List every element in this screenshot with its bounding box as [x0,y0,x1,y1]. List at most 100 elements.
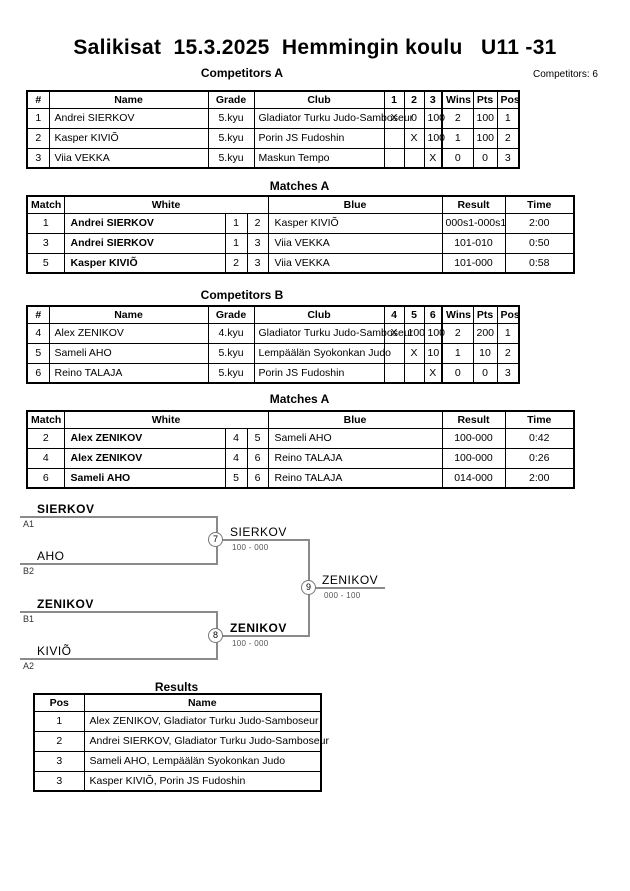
result-name: Andrei SIERKOV, Gladiator Turku Judo-Sam… [83,730,329,752]
cell-vs-5: X [403,342,425,364]
match-time: 0:50 [504,232,575,254]
col-grade: Grade [207,305,255,324]
cell-vs-3: 100 [423,127,445,149]
white-number: 4 [224,447,248,469]
bracket-seed-a1: A1 [23,519,35,529]
semifinal-1-winner: SIERKOV [230,525,287,539]
cell-vs-5 [403,362,425,384]
competitor-num: 1 [26,107,50,129]
competitor-pos: 2 [496,342,520,364]
blue-number: 2 [246,212,269,234]
result-row: 2 Andrei SIERKOV, Gladiator Turku Judo-S… [33,730,329,752]
col-match: Match [26,410,65,429]
blue-number: 3 [246,232,269,254]
matches-a-title: Matches A [269,179,330,193]
match-time: 0:42 [504,427,575,449]
bracket-entry-sierkov: SIERKOV [37,502,95,516]
cell-vs-2: X [403,127,425,149]
competitor-pts: 200 [472,322,498,344]
bracket-line [216,539,310,541]
result-pos: 3 [33,770,85,792]
competitor-club: Porin JS Fudoshin [253,362,385,384]
col-name: Name [48,90,209,109]
competitor-grade: 4.kyu [207,322,255,344]
col-pts: Pts [472,90,498,109]
competitor-grade: 5.kyu [207,107,255,129]
competitors-a-header-row: # Name Grade Club 1 2 3 Wins Pts Pos [26,90,520,109]
competitor-pts: 0 [472,147,498,169]
match-number: 1 [26,212,65,234]
bracket-line [20,658,218,660]
match-time: 2:00 [504,467,575,489]
blue-number: 6 [246,467,269,489]
cell-vs-2 [403,147,425,169]
bracket-line [308,587,385,589]
match-result: 101-010 [441,232,506,254]
competitor-row: 3 Viia VEKKA 5.kyu Maskun Tempo X 0 0 3 [26,147,520,169]
cell-vs-6: 10 [423,342,443,364]
cell-vs-1 [383,147,405,169]
col-club: Club [253,305,385,324]
result-name: Sameli AHO, Lempäälän Syokonkan Judo [83,750,322,772]
competitor-pos: 2 [496,127,520,149]
competitor-club: Gladiator Turku Judo-Samboseur [253,107,413,129]
competitors-count: Competitors: 6 [532,69,598,80]
col-1: 1 [383,90,405,109]
competitor-name: Viia VEKKA [48,147,209,169]
white-competitor: Sameli AHO [63,467,226,489]
results-table: Pos Name 1 Alex ZENIKOV, Gladiator Turku… [33,693,329,792]
match-node-9: 9 [301,580,316,595]
white-competitor: Andrei SIERKOV [63,212,226,234]
white-number: 5 [224,467,248,489]
matches-b-table: Match White Blue Result Time 2 Alex ZENI… [26,410,575,489]
competitor-name: Kasper KIVIÕ [48,127,209,149]
competitor-pos: 1 [496,107,520,129]
match-number: 5 [26,252,65,274]
bracket-entry-kivio: KIVIÕ [37,644,72,658]
competitor-num: 3 [26,147,50,169]
cell-vs-1 [383,127,405,149]
competitor-wins: 0 [441,362,474,384]
col-pos: Pos [496,305,520,324]
blue-number: 3 [246,252,269,274]
competitor-num: 2 [26,127,50,149]
blue-number: 6 [246,447,269,469]
semifinal-1-score: 100 - 000 [232,543,269,552]
bracket-seed-a2: A2 [23,661,35,671]
semifinal-2-winner: ZENIKOV [230,621,287,635]
competitor-row: 1 Andrei SIERKOV 5.kyu Gladiator Turku J… [26,107,520,129]
white-number: 1 [224,212,248,234]
competitor-club: Maskun Tempo [253,147,385,169]
blue-competitor: Kasper KIVIÕ [267,212,443,234]
col-2: 2 [403,90,425,109]
white-number: 1 [224,232,248,254]
bracket-entry-zenikov: ZENIKOV [37,597,94,611]
competitors-b-header-row: # Name Grade Club 4 5 6 Wins Pts Pos [26,305,520,324]
match-time: 0:58 [504,252,575,274]
cell-vs-5: 100 [403,322,425,344]
blue-competitor: Sameli AHO [267,427,443,449]
competitor-name: Alex ZENIKOV [48,322,209,344]
col-3: 3 [423,90,443,109]
match-row: 2 Alex ZENIKOV 4 5 Sameli AHO 100-000 0:… [26,427,575,449]
result-name: Kasper KIVIÕ, Porin JS Fudoshin [83,770,322,792]
final-winner: ZENIKOV [322,573,379,587]
competitor-pts: 100 [472,107,498,129]
bracket-line [20,611,218,613]
white-competitor: Kasper KIVIÕ [63,252,226,274]
competitor-row: 4 Alex ZENIKOV 4.kyu Gladiator Turku Jud… [26,322,520,344]
matches-b-title: Matches A [269,392,330,406]
competitor-name: Sameli AHO [48,342,209,364]
competitor-wins: 1 [441,127,474,149]
match-time: 2:00 [504,212,575,234]
col-6: 6 [423,305,443,324]
competitor-name: Reino TALAJA [48,362,209,384]
competitor-grade: 5.kyu [207,342,255,364]
col-time: Time [504,410,575,429]
competitor-num: 5 [26,342,50,364]
col-num: # [26,90,50,109]
col-result: Result [441,410,506,429]
competitor-num: 4 [26,322,50,344]
col-time: Time [504,195,575,214]
cell-vs-6: X [423,362,443,384]
